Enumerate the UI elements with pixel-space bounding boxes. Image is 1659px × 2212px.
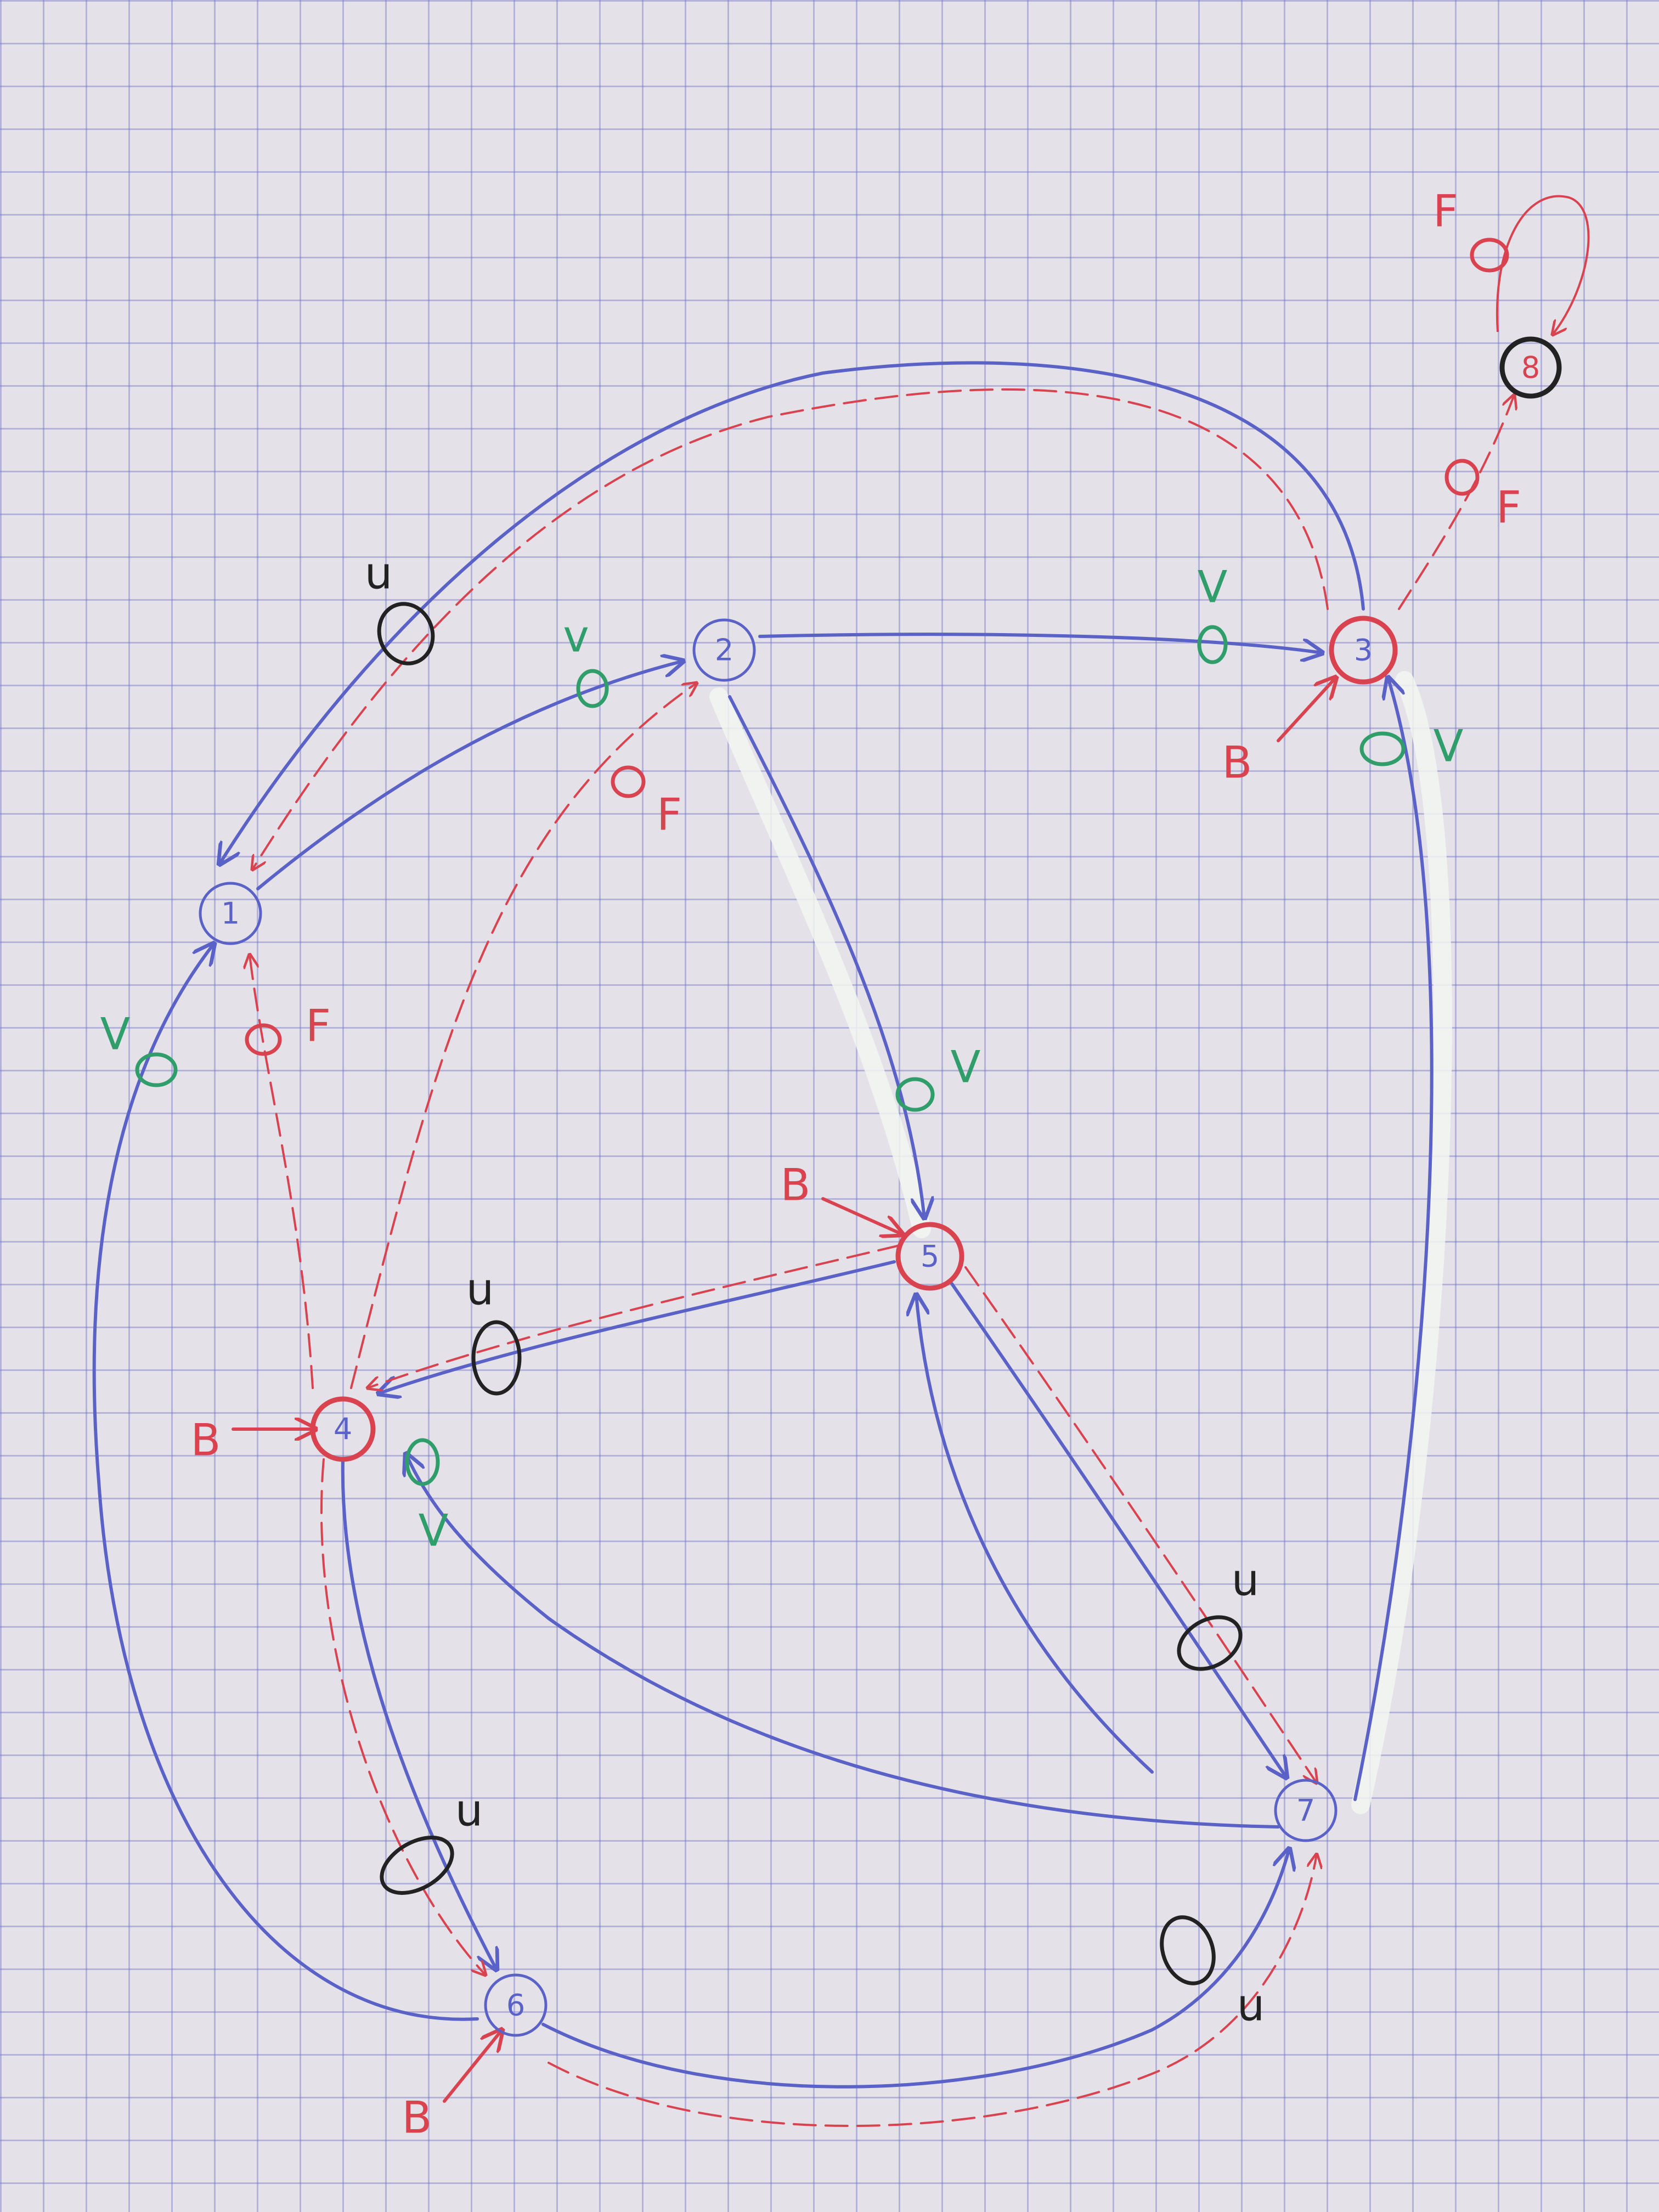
mark-v-7-3: V — [1359, 721, 1464, 772]
mark-u-label: u — [1232, 1555, 1260, 1606]
entry-arrow-5 — [821, 1197, 902, 1234]
node-label-2: 2 — [715, 633, 733, 668]
mark-b-node-5: B — [781, 1160, 811, 1211]
node-2: 2 — [692, 618, 756, 682]
highlighted-edges — [709, 671, 1452, 1814]
mark-v-label: V — [1198, 562, 1228, 613]
entry-arrow-3 — [1277, 678, 1336, 742]
mark-u-label: u — [365, 548, 393, 599]
node-label-4: 4 — [334, 1412, 352, 1447]
edge-6-7 — [541, 1849, 1289, 2089]
entry-arrow-6 — [443, 2030, 502, 2103]
edge-1-2 — [256, 661, 683, 890]
edge-7-4 — [406, 1454, 1280, 1829]
node-1: 1 — [199, 882, 262, 945]
edge-7-3 — [1353, 678, 1434, 1801]
mark-v-7-4: V — [405, 1438, 449, 1556]
mark-v-1-2: v — [563, 611, 609, 708]
edge-5-4 — [379, 1260, 896, 1393]
mark-f-8-8: F — [1433, 186, 1509, 273]
path-6-7 — [548, 1854, 1317, 2127]
entry-arrows — [232, 678, 1336, 2103]
node-label-3: 3 — [1354, 633, 1373, 668]
edge-4-6 — [341, 1458, 496, 1970]
mark-u-6-7: u — [1160, 1915, 1265, 2031]
red-path-edges — [250, 388, 1514, 2127]
self-loop-8 — [1496, 195, 1590, 335]
mark-f-label: F — [1433, 186, 1458, 237]
mark-u-label: u — [1237, 1980, 1265, 2031]
node-7: 7 — [1274, 1779, 1338, 1842]
edge-marks: u u u u u v V V — [100, 186, 1521, 2143]
mark-b-node-3: B — [1222, 737, 1252, 788]
node-label-5: 5 — [921, 1239, 939, 1274]
edge-2-5 — [728, 695, 924, 1218]
path-3-1 — [252, 388, 1329, 870]
mark-f-4-1: F — [245, 1001, 331, 1056]
node-label-7: 7 — [1296, 1793, 1315, 1828]
edge-3-1 — [219, 361, 1365, 864]
node-5: 5 — [895, 1222, 964, 1291]
mark-u-5-4: u — [466, 1264, 522, 1396]
edge-2-3 — [758, 633, 1322, 653]
highlight-edge-2-5 — [709, 687, 931, 1238]
mark-u-3-1: u — [365, 548, 435, 665]
mark-f-3-8: F — [1444, 459, 1521, 533]
mark-u-label: u — [466, 1264, 494, 1315]
mark-v-label: V — [419, 1505, 449, 1556]
mark-u-4-6: u — [380, 1785, 483, 1895]
node-4: 4 — [310, 1396, 376, 1462]
blue-edges — [92, 361, 1434, 2089]
path-4-1 — [250, 955, 314, 1389]
path-5-7 — [964, 1266, 1317, 1783]
mark-f-label: F — [1496, 482, 1521, 533]
mark-f-label: F — [306, 1001, 331, 1052]
edge-5-7-outer — [950, 1282, 1286, 1778]
mark-f-label: F — [657, 789, 682, 840]
node-8: 8 — [1499, 336, 1562, 399]
path-5-4 — [368, 1244, 901, 1388]
path-4-2 — [350, 683, 697, 1389]
edge-6-1 — [92, 944, 479, 2021]
edge-7-5-inner — [916, 1295, 1154, 1774]
path-4-6 — [320, 1458, 486, 1975]
mark-v-label: v — [563, 611, 589, 662]
mark-b-node-6: B — [402, 2092, 432, 2143]
mark-v-2-3: V — [1197, 562, 1228, 664]
node-label-6: 6 — [506, 1988, 525, 2023]
node-label-8: 8 — [1521, 351, 1540, 385]
mark-v-2-5: V — [895, 1042, 981, 1112]
node-6: 6 — [484, 1973, 548, 2037]
nodes: 1 2 3 4 5 6 7 8 — [199, 336, 1562, 2037]
highlight-edge-3-7 — [1351, 671, 1452, 1814]
mark-v-6-1: V — [100, 1009, 178, 1087]
mark-v-label: V — [100, 1009, 131, 1060]
mark-u-label: u — [455, 1785, 483, 1836]
node-label-1: 1 — [221, 896, 240, 931]
path-3-8 — [1398, 395, 1514, 610]
mark-f-4-2: F — [611, 765, 682, 840]
mark-b-node-4: B — [191, 1415, 221, 1466]
mark-v-label: V — [1434, 721, 1464, 772]
mark-v-label: V — [951, 1042, 981, 1093]
node-3: 3 — [1329, 616, 1398, 685]
mark-u-5-7: u — [1177, 1555, 1260, 1671]
